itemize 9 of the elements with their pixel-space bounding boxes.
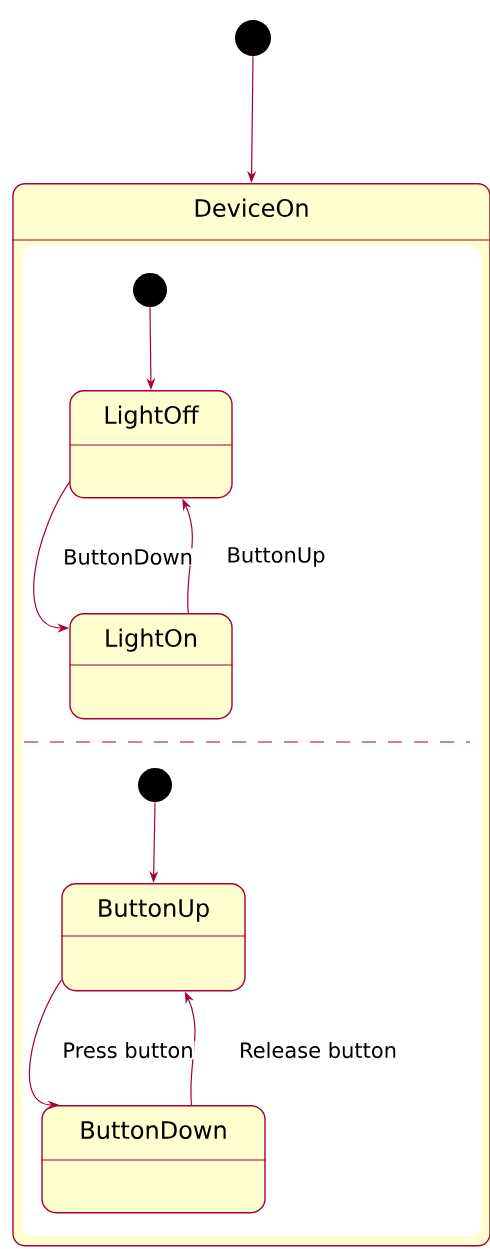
state-box: ButtonDown (40, 1105, 267, 1214)
edge-label: ButtonDown (62, 548, 194, 566)
edge-label: ButtonUp (225, 546, 327, 568)
initial-state-dot (138, 768, 172, 802)
state-box: ButtonUp (60, 883, 247, 992)
initial-state-dot (133, 273, 167, 307)
state-box: LightOn (68, 613, 234, 720)
initial-state-dot (235, 20, 271, 56)
state-box: LightOff (68, 390, 234, 499)
